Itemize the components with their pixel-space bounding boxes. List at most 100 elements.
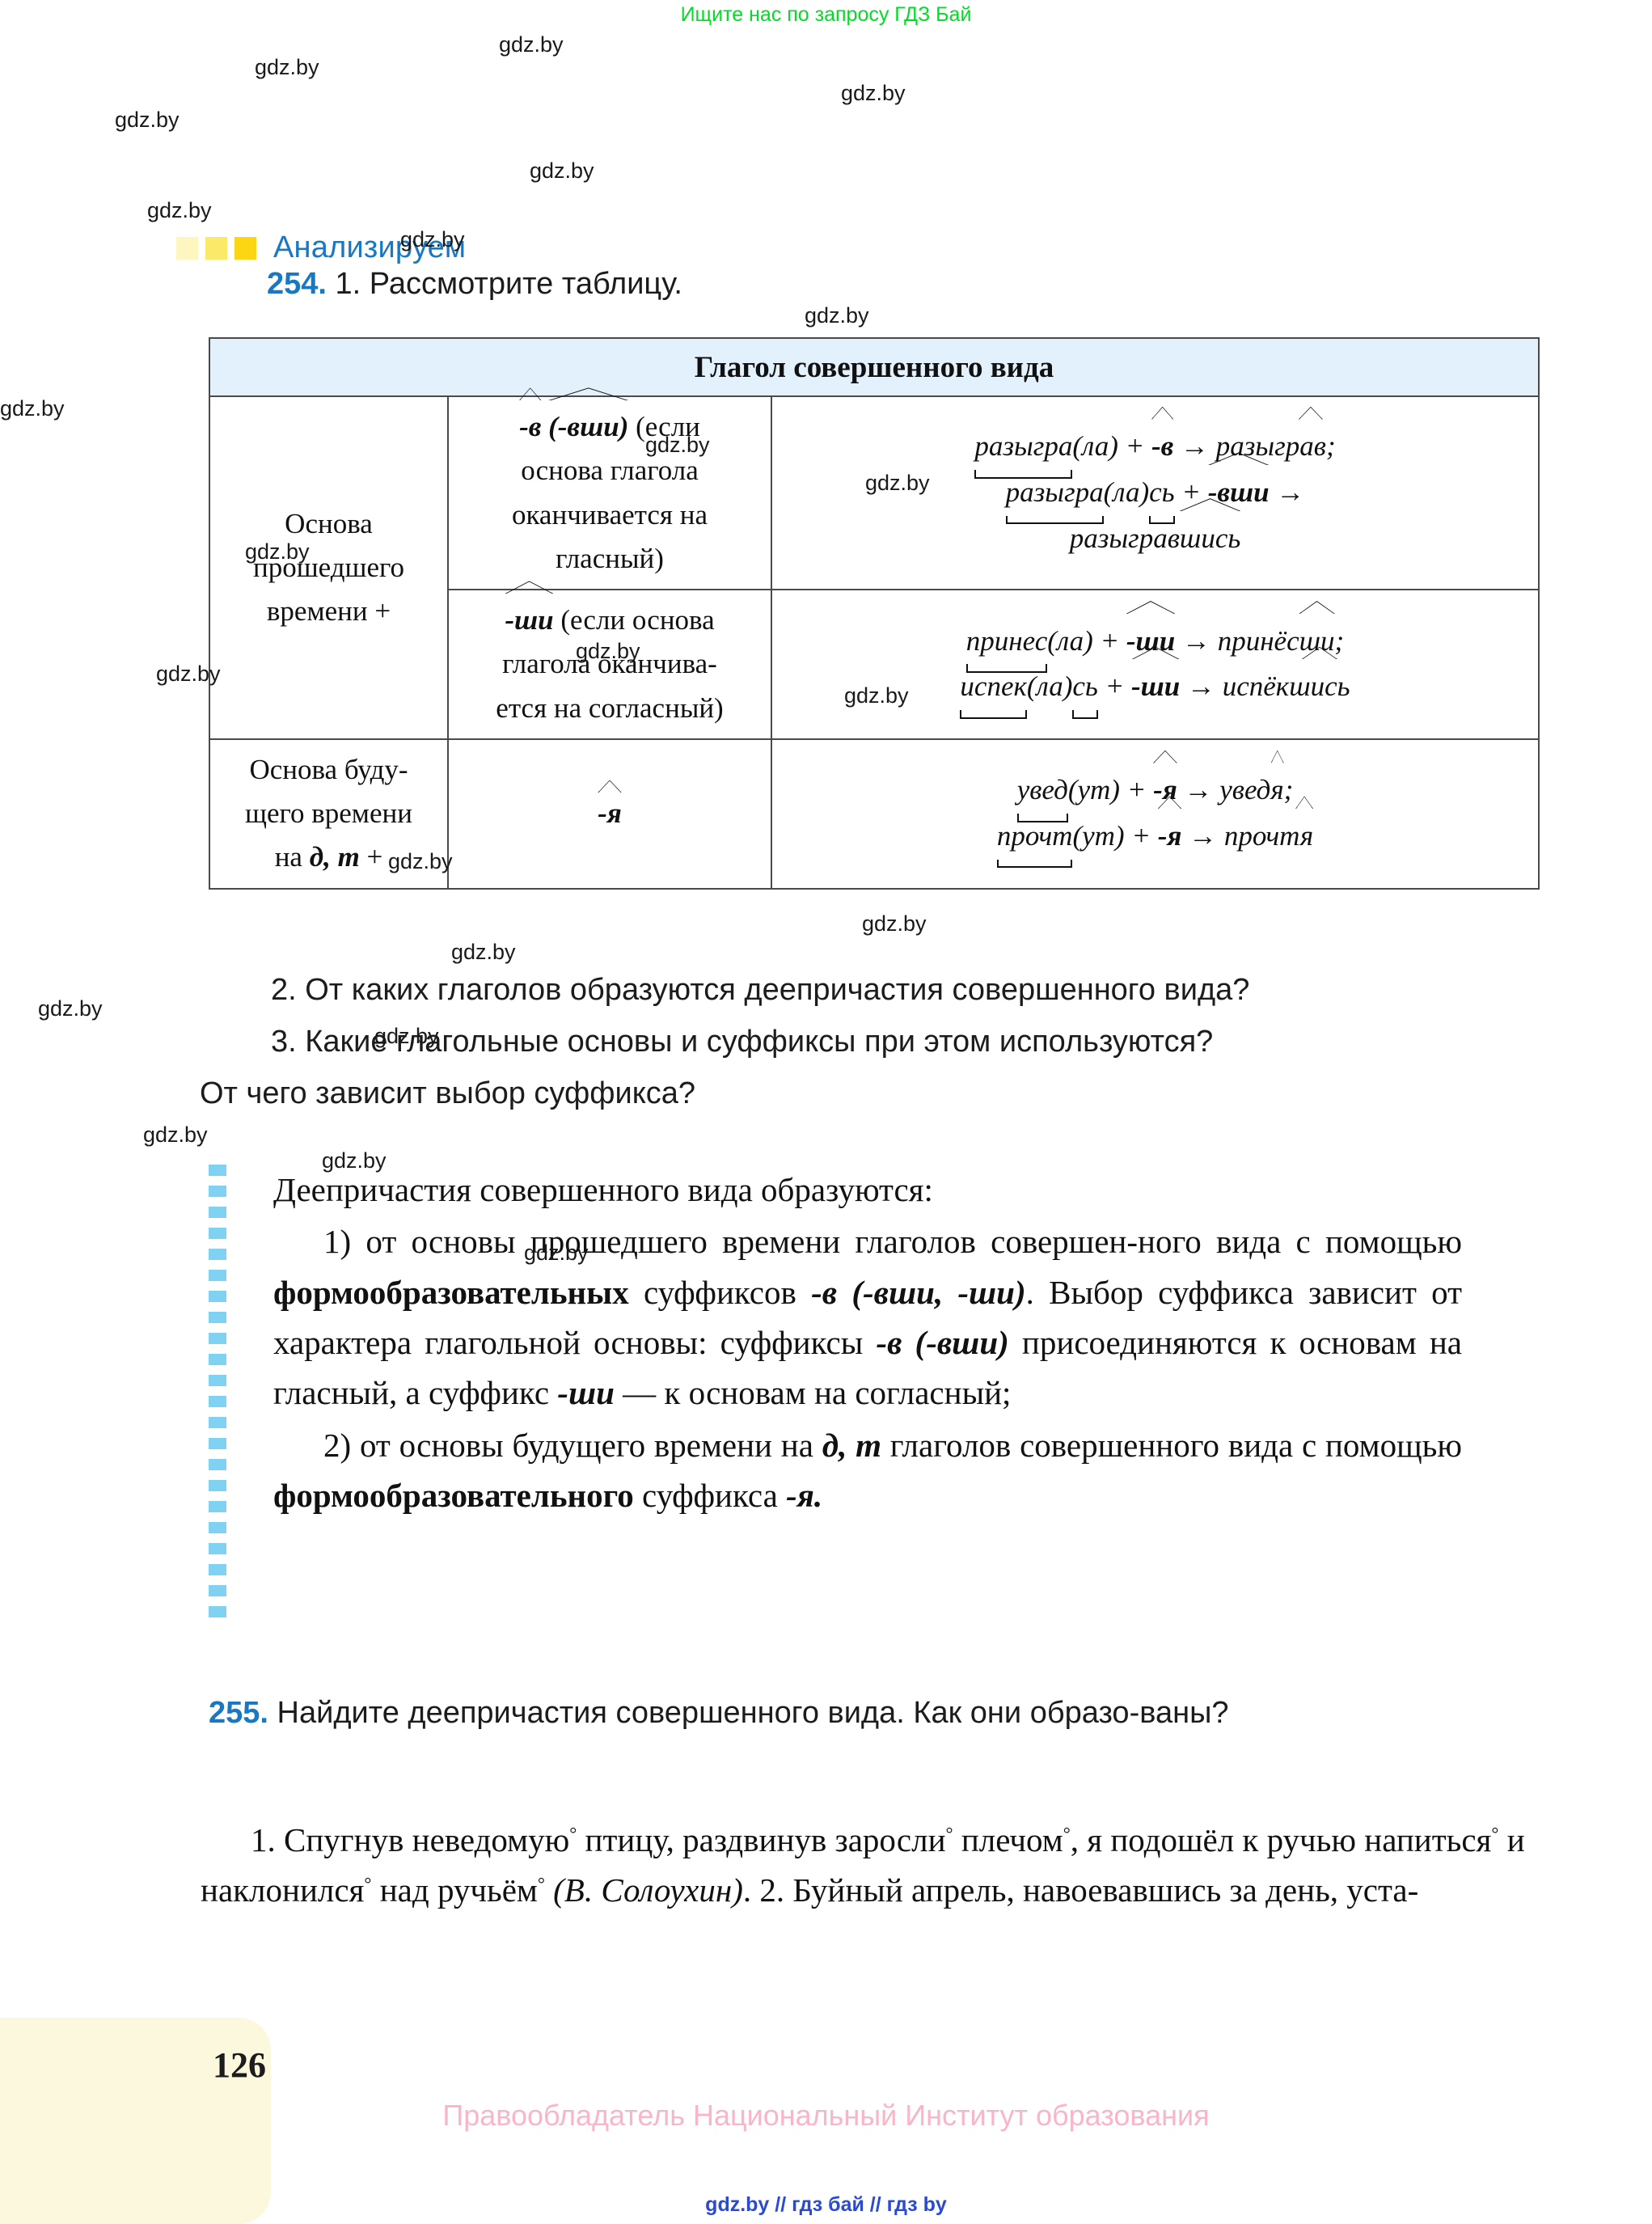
watermark-gdz: gdz.by xyxy=(499,32,564,57)
suffix-v-vshi-line1: -в (-вши) (если xyxy=(460,387,759,449)
suffix-hat-icon xyxy=(598,780,622,793)
stem-razygra-2: разыгра xyxy=(1005,470,1104,525)
watermark-gdz: gdz.by xyxy=(115,108,180,132)
suffix-shi-line1: -ши (если основа xyxy=(460,581,759,642)
cell-base-past: Основа прошедшего времени + xyxy=(209,395,449,740)
rule-bar-dashed-marker-icon xyxy=(209,1165,226,1617)
verb-forms-table: Глагол совершенного вида Основа прошедше… xyxy=(209,337,1540,890)
table-row: Основа буду- щего времени на д, т + -я у… xyxy=(209,738,1540,890)
stem-razygra: разыгра xyxy=(974,424,1073,479)
base-future-line1: Основа буду- xyxy=(249,753,408,785)
suffix-ya-marked: -я xyxy=(598,780,622,830)
example-razygrav: разыгра(ла) + -в → разыграв; xyxy=(784,406,1527,479)
stem-underline-icon xyxy=(960,710,1027,719)
rule-point-1: 1) от основы прошедшего времени глаголов… xyxy=(273,1223,1462,1412)
suffix-v-vshi-line4: гласный) xyxy=(556,542,664,574)
suffix-hat-icon xyxy=(1298,406,1323,420)
exercise-255-number: 255. xyxy=(209,1696,268,1730)
base-past-line3: времени + xyxy=(266,595,391,627)
exercise-254-number: 254. xyxy=(267,267,327,301)
example-razygravshis-part1: разыгра(ла)сь + -вши → xyxy=(784,452,1527,525)
suffix-v-vshi-line3: оканчивается на xyxy=(511,498,708,531)
example-prochtya: прочт(ут) + -я → прочтя xyxy=(784,796,1527,869)
cell-base-future: Основа буду- щего времени на д, т + xyxy=(209,738,449,890)
footer-links[interactable]: gdz.by // гдз бай // гдз by xyxy=(705,2193,947,2216)
suffix-v-condition-open: (если xyxy=(636,411,700,442)
section-title: Анализируем xyxy=(273,230,467,264)
suffix-shi-marked-3: -ши xyxy=(1130,646,1181,710)
suffix-v-vshi-line2: основа глагола xyxy=(521,455,699,487)
analysis-mark-icon: ° xyxy=(537,1872,545,1893)
table-header-title: Глагол совершенного вида xyxy=(209,337,1540,397)
result-uvedya: уведя xyxy=(1219,750,1284,814)
analysis-mark-icon: ° xyxy=(364,1872,372,1893)
body-seg-1: 1. Спугнув неведомую xyxy=(251,1821,570,1858)
suffix-hat-icon xyxy=(1299,601,1335,614)
analysis-mark-icon: ° xyxy=(945,1823,953,1844)
base-past-line2: прошедшего xyxy=(252,551,405,583)
suffix-hat-icon xyxy=(1151,406,1174,420)
suffix-vshi-marked: (-вши) xyxy=(548,387,628,449)
copyright-notice: Правообладатель Национальный Институт об… xyxy=(442,2099,1210,2132)
suffix-shi-marked: -ши xyxy=(505,581,554,642)
table-row: Основа прошедшего времени + -в (-вши) (е… xyxy=(209,387,1540,740)
stem-underline-icon xyxy=(996,859,1073,869)
stem-underline-icon xyxy=(1072,710,1098,719)
analysis-mark-icon: ° xyxy=(1491,1823,1499,1844)
stem-ispek: испек xyxy=(960,664,1027,719)
body-source-citation: (В. Солоухин) xyxy=(553,1871,743,1909)
cell-suffix-shi: -ши (если основа глагола оканчива- ется … xyxy=(447,581,772,740)
top-banner-text: Ищите нас по запросу ГДЗ Бай xyxy=(680,3,972,26)
watermark-gdz: gdz.by xyxy=(143,1123,208,1147)
square-marker-dark-icon xyxy=(234,236,256,260)
square-marker-medium-icon xyxy=(205,236,227,260)
result-razygrav: разыграв xyxy=(1216,406,1326,470)
exercise-255-body: 1. Спугнув неведомую ° птицу, раздвинув з… xyxy=(201,1816,1559,1915)
question-3-line2: От чего зависит выбор суффикса? xyxy=(200,1076,696,1110)
watermark-gdz: gdz.by xyxy=(862,911,927,936)
body-seg-2: птицу, раздвинув заросли xyxy=(577,1821,946,1858)
exercise-255-heading: 255. Найдите деепричастия совершенного в… xyxy=(209,1690,1551,1736)
suffix-hat-icon xyxy=(1126,601,1176,614)
exercise-255-prompt: Найдите деепричастия совершенного вида. … xyxy=(277,1696,1229,1730)
base-future-line3: на д, т + xyxy=(274,841,383,873)
question-3-line1: 3. Какие глагольные основы и суффиксы пр… xyxy=(271,1025,1214,1059)
result-suffix-vshi: шись xyxy=(1179,498,1240,562)
exercise-254-heading: 254. 1. Рассмотрите таблицу. xyxy=(267,267,682,302)
question-2: 2. От каких глаголов образуются дееприча… xyxy=(271,973,1250,1007)
exercise-254-prompt: 1. Рассмотрите таблицу. xyxy=(335,267,682,301)
suffix-ya-marked-2: -я xyxy=(1153,750,1177,814)
suffix-shi-line3: ется на согласный) xyxy=(496,691,724,724)
suffix-v-marked: -в xyxy=(1151,406,1173,470)
rule-intro: Деепричастия совершенного вида образуютс… xyxy=(273,1171,933,1208)
watermark-gdz: gdz.by xyxy=(805,303,869,328)
cell-examples-ya: увед(ут) + -я → уведя; прочт(ут) + -я → … xyxy=(771,738,1540,890)
suffix-hat-icon xyxy=(1270,750,1284,763)
body-seg-5: и наклонился xyxy=(201,1821,1525,1909)
rule-point-2: 2) от основы будущего времени на д, т гл… xyxy=(273,1426,1462,1514)
base-future-line2: щего времени xyxy=(245,797,412,829)
suffix-hat-icon xyxy=(1153,750,1177,763)
watermark-gdz: gdz.by xyxy=(841,81,906,105)
suffix-ya-marked-3: -я xyxy=(1157,796,1182,860)
result-prochtya: прочтя xyxy=(1224,796,1313,860)
cell-suffix-v-vshi: -в (-вши) (если основа глагола оканчивае… xyxy=(447,387,772,590)
stem-prines: принес xyxy=(965,619,1048,673)
analysis-mark-icon: ° xyxy=(1063,1823,1071,1844)
result-suffix-shi: ши xyxy=(1299,601,1335,665)
suffix-shi-line2: глагола оканчива- xyxy=(502,648,717,680)
postfix-s: сь xyxy=(1149,470,1175,525)
cell-examples-v-vshi: разыгра(ла) + -в → разыграв; разыгра(ла)… xyxy=(771,395,1540,590)
section-heading: Анализируем xyxy=(176,230,466,265)
table-header-row: Глагол совершенного вида xyxy=(209,337,1540,397)
page-number: 126 xyxy=(213,2045,266,2085)
postfix-s-2: сь xyxy=(1072,664,1098,719)
rule-text: Деепричастия совершенного вида образуютс… xyxy=(273,1165,1462,1520)
result-suffix-shis: шись xyxy=(1289,646,1350,710)
watermark-gdz: gdz.by xyxy=(255,55,319,79)
page-corner-decoration xyxy=(0,2018,271,2224)
